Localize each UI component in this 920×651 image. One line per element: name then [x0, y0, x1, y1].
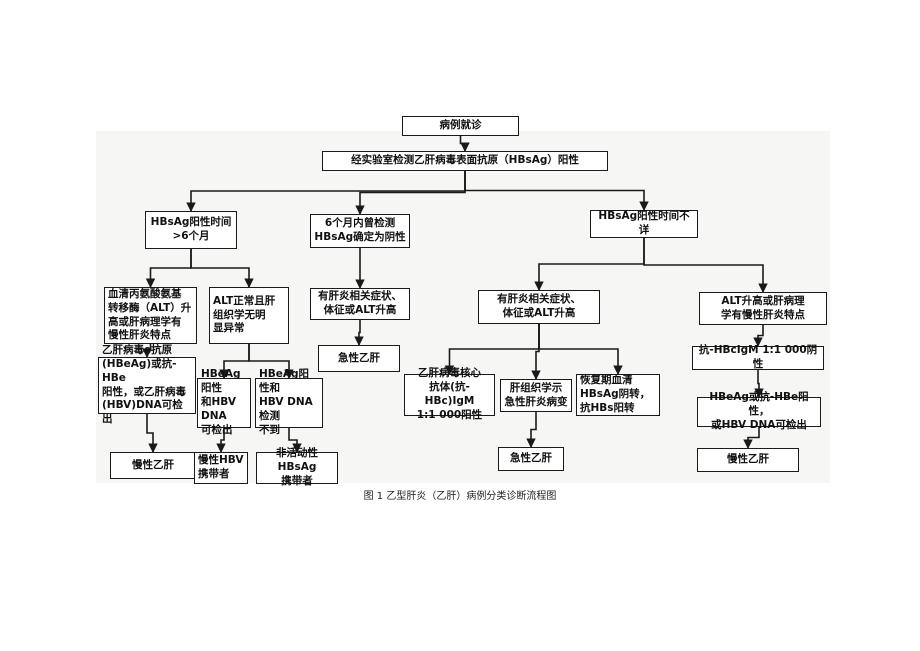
node-hbeag-or-dna-right: HBeAg或抗-HBe阳性， 或HBV DNA可检出	[697, 391, 821, 431]
figure-caption: 图 1 乙型肝炎（乙肝）病例分类诊断流程图	[363, 491, 557, 502]
node-acute-histology: 肝组织学示 急性肝炎病变	[500, 379, 572, 412]
connector-hbeag_pos_left-to-chronic_left	[146, 414, 158, 453]
connector-hbeag_dna_pos-to-carrier	[216, 428, 226, 453]
connector-hbsag_pos-to-unknown	[464, 171, 649, 211]
connector-visit-to-hbsag_pos	[459, 136, 470, 152]
node-alt-elevated: 血清丙氨酸氨基 转移酶（ALT）升 高或肝病理学有 慢性肝炎特点	[104, 287, 197, 344]
node-symptoms-middle: 有肝炎相关症状、 体征或ALT升高	[310, 288, 410, 320]
node-hbeag-dna-undetectable: HBeAg阳性和 HBV DNA检测 不到	[255, 368, 323, 436]
node-visit: 病例就诊	[402, 116, 519, 136]
node-hbeag-dna-detectable: HBeAg阳性 和HBV DNA 可检出	[197, 368, 251, 436]
node-chronic-hepatitis-b-left: 慢性乙肝	[110, 452, 196, 479]
connector-symptoms_mid-to-acute_mid	[354, 320, 364, 346]
connector-gt6m-to-alt_high	[145, 249, 192, 288]
node-alt-normal: ALT正常且肝 组织学无明 显异常	[209, 287, 289, 344]
node-positive-duration-unknown: HBsAg阳性时间不详	[590, 210, 698, 238]
node-positive-over-6-months: HBsAg阳性时间 >6个月	[145, 211, 237, 249]
connector-symptoms_right-to-recovery	[538, 324, 623, 375]
node-hbsag-positive: 经实验室检测乙肝病毒表面抗原（HBsAg）阳性	[322, 151, 608, 171]
connector-hbeag_dna_neg-to-inactive_carrier	[288, 428, 302, 453]
connector-alt_normal-to-hbeag_dna_neg	[248, 344, 294, 379]
connector-alt_high-to-hbeag_pos_left	[142, 344, 152, 358]
node-chronic-hepatitis-b-right: 慢性乙肝	[697, 448, 799, 472]
node-acute-hepatitis-b-right: 急性乙肝	[498, 447, 564, 471]
node-alt-or-pathology: ALT升高或肝病理 学有慢性肝炎特点	[699, 292, 827, 325]
node-negative-within-6-months: 6个月内曾检测 HBsAg确定为阴性	[310, 214, 410, 248]
node-acute-hepatitis-b-middle: 急性乙肝	[318, 345, 400, 372]
connector-alt_pathology-to-anti_hbc_igm	[753, 325, 764, 347]
node-hbeag-or-dna-positive: 乙肝病毒e抗原 (HBeAg)或抗-HBe 阳性，或乙肝病毒 (HBV)DNA可…	[98, 344, 196, 425]
connector-hbsag_pos-to-gt6m	[186, 171, 466, 212]
connector-unknown-to-alt_pathology	[643, 238, 768, 293]
connector-hbeag_right-to-chronic_right	[743, 427, 760, 449]
connector-anti_hbc_igm-to-hbeag_right	[754, 370, 764, 398]
node-chronic-hbv-carrier: 慢性HBV 携带者	[194, 452, 248, 484]
node-recovery-seroconversion: 恢复期血清 HBsAg阴转， 抗HBs阳转	[576, 374, 660, 416]
node-symptoms-right: 有肝炎相关症状、 体征或ALT升高	[478, 290, 600, 324]
connector-gt6m-to-alt_normal	[190, 249, 254, 288]
connector-histology-to-acute_right	[526, 412, 537, 448]
connector-hbsag_pos-to-neg6m	[355, 171, 466, 215]
node-anti-hbc-igm-positive: 乙肝病毒核心 抗体(抗-HBc)IgM 1:1 000阳性	[404, 367, 495, 421]
connector-unknown-to-symptoms_right	[534, 238, 645, 291]
node-inactive-hbsag-carrier: 非活动性HBsAg 携带者	[256, 447, 338, 487]
node-anti-hbc-igm-negative: 抗-HBcIgM 1:1 000阴性	[692, 344, 824, 370]
